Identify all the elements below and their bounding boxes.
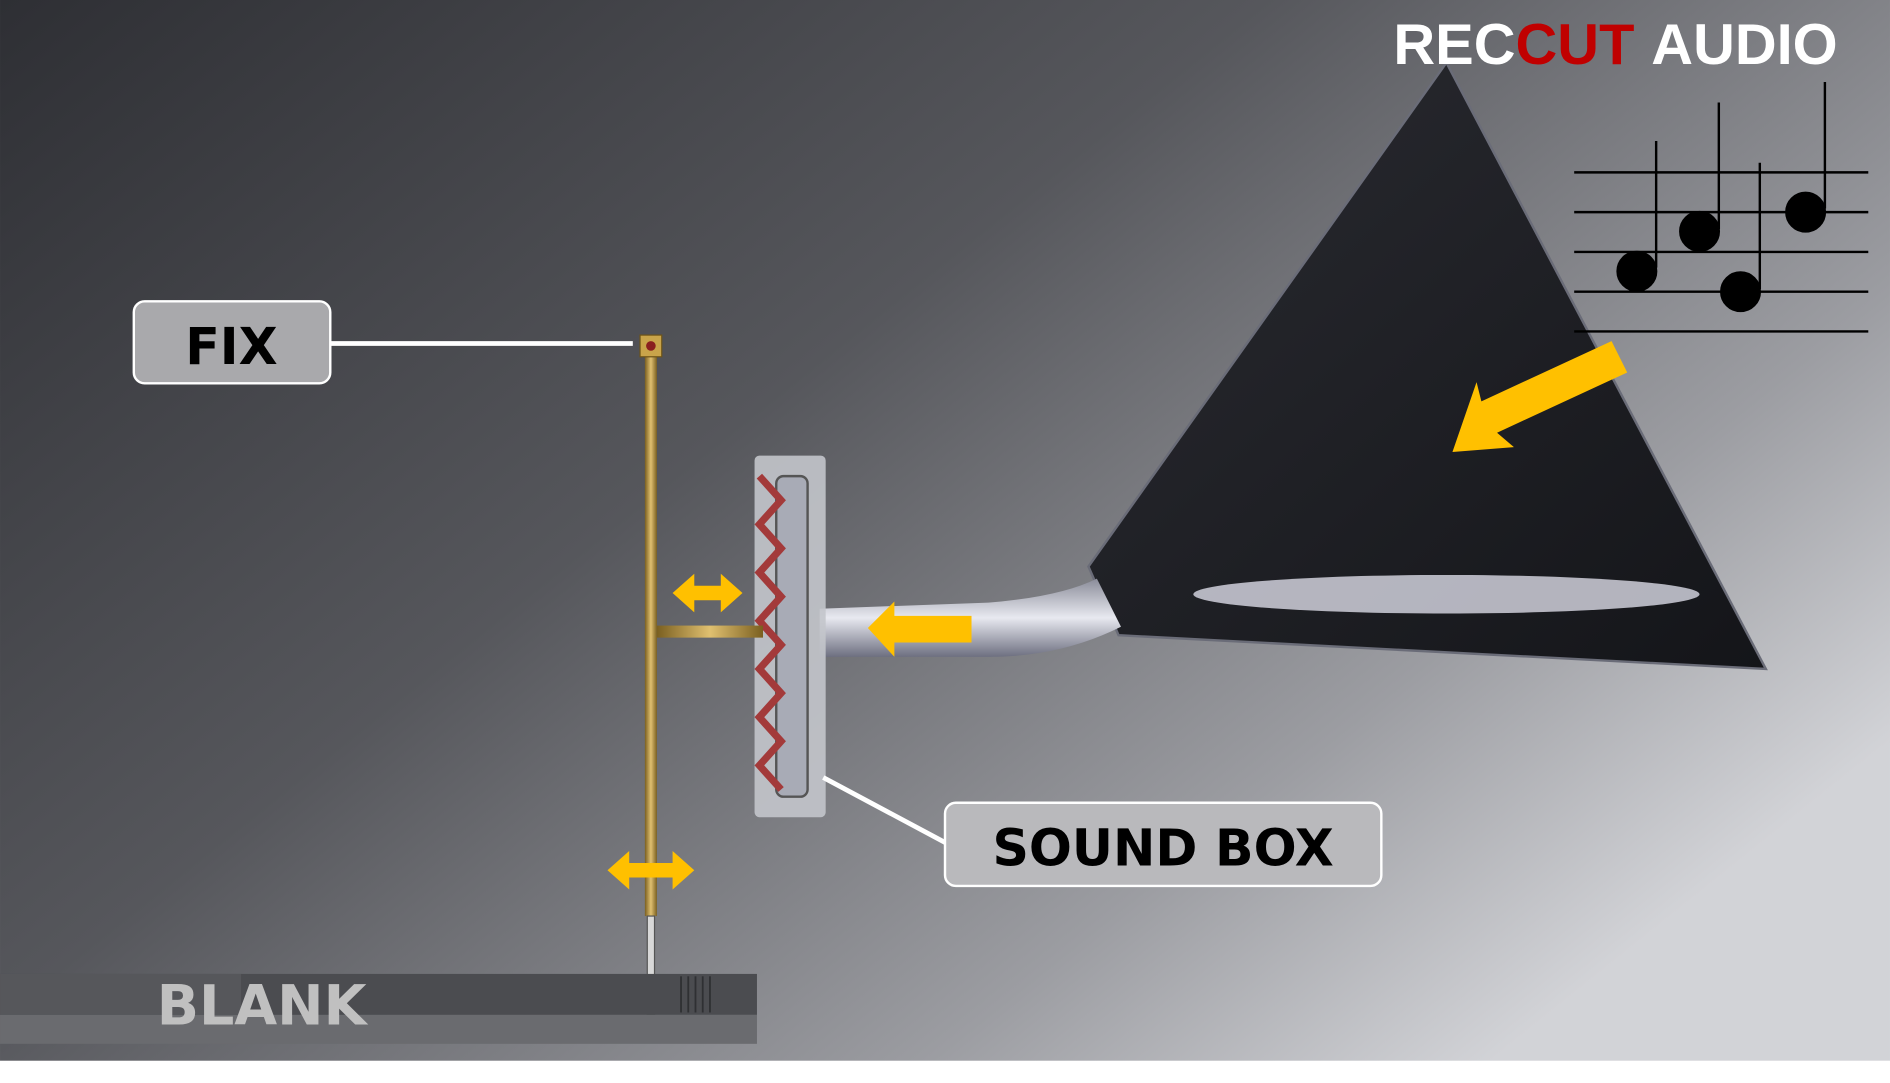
sound-box-label: SOUND BOX [992,818,1333,877]
logo-rec: REC [1393,13,1515,77]
sound-box [754,455,826,818]
sound-box-leader-line [822,775,949,846]
logo-cut: CUT [1516,13,1635,77]
double-arrow-icon [607,850,695,890]
music-notes-icon [1574,81,1869,333]
arrow-icon [867,601,972,657]
sound-box-label-box [943,801,1383,888]
double-arrow-icon [672,573,743,613]
blank-label: BLANK [157,975,369,1039]
blank-record: BLANK [0,973,757,1044]
arrow-icon [1452,341,1628,453]
horn [1087,60,1768,671]
fix-label-box [132,300,332,385]
stylus-rod [639,334,763,1016]
fix-label: FIX [185,317,277,376]
logo-audio: AUDIO [1651,13,1837,77]
